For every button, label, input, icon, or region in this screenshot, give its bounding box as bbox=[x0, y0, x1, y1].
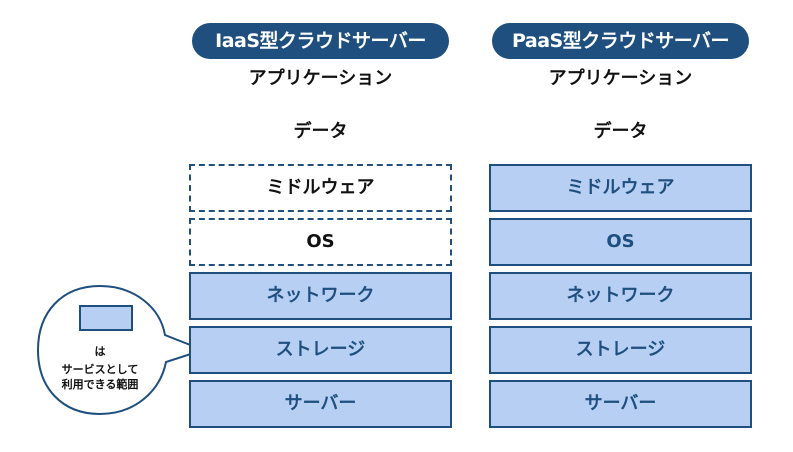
iaas-data-label: データ bbox=[293, 121, 348, 142]
paas-storage-layer: ストレージ bbox=[489, 326, 752, 374]
iaas-network-label: ネットワーク bbox=[266, 285, 375, 306]
iaas-server-label: サーバー bbox=[284, 393, 357, 414]
iaas-application-label: アプリケーション bbox=[248, 68, 393, 89]
paas-server-label: サーバー bbox=[584, 393, 657, 414]
iaas-title: IaaS型クラウドサーバー bbox=[192, 23, 449, 59]
paas-title: PaaS型クラウドサーバー bbox=[492, 23, 749, 59]
paas-os-label: OS bbox=[606, 231, 635, 252]
iaas-storage-label: ストレージ bbox=[275, 339, 366, 360]
paas-application-label: アプリケーション bbox=[548, 68, 693, 89]
paas-middleware-label: ミドルウェア bbox=[566, 177, 675, 198]
iaas-middleware-layer: ミドルウェア bbox=[189, 164, 452, 212]
iaas-server-layer: サーバー bbox=[189, 380, 452, 428]
legend-particle: は bbox=[94, 345, 106, 358]
legend-swatch bbox=[79, 305, 133, 331]
legend-line-1: サービスとして bbox=[61, 363, 139, 376]
paas-data-label: データ bbox=[593, 121, 648, 142]
paas-network-layer: ネットワーク bbox=[489, 272, 752, 320]
iaas-middleware-label: ミドルウェア bbox=[266, 177, 375, 198]
legend-line-2: 利用できる範囲 bbox=[61, 378, 139, 391]
iaas-os-layer: OS bbox=[189, 218, 452, 266]
iaas-network-layer: ネットワーク bbox=[189, 272, 452, 320]
iaas-storage-layer: ストレージ bbox=[189, 326, 452, 374]
paas-server-layer: サーバー bbox=[489, 380, 752, 428]
paas-middleware-layer: ミドルウェア bbox=[489, 164, 752, 212]
paas-storage-label: ストレージ bbox=[575, 339, 666, 360]
paas-network-label: ネットワーク bbox=[566, 285, 675, 306]
iaas-os-label: OS bbox=[306, 231, 335, 252]
paas-os-layer: OS bbox=[489, 218, 752, 266]
